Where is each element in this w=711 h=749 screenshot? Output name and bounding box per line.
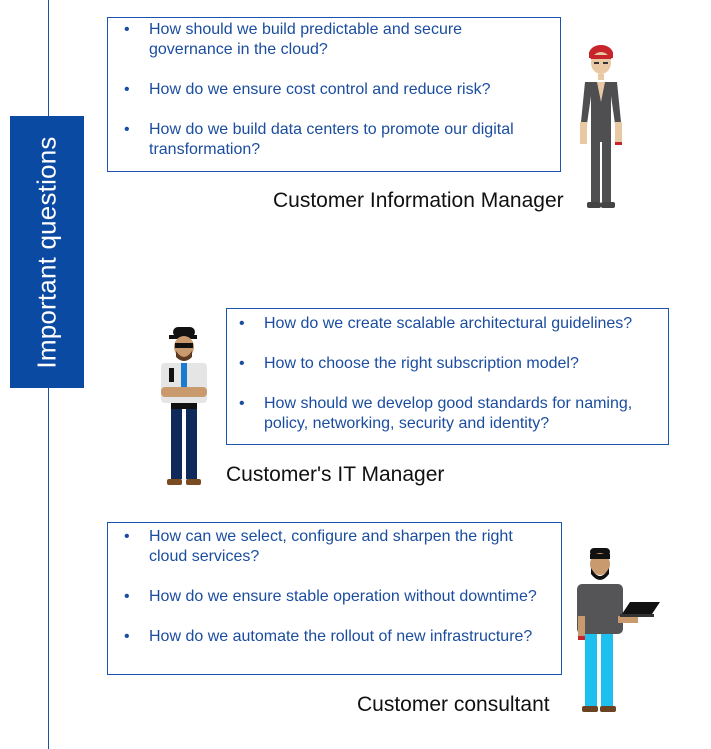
information-manager-figure-icon <box>580 45 622 208</box>
question-item: How do we build data centers to promote … <box>124 120 550 160</box>
it-manager-figure-icon <box>161 327 207 485</box>
questions-box-information-manager: How should we build predictable and secu… <box>107 17 561 172</box>
role-label-consultant: Customer consultant <box>357 693 550 716</box>
question-item: How can we select, configure and sharpen… <box>124 527 551 567</box>
question-item: How should we develop good standards for… <box>239 394 658 434</box>
question-item: How to choose the right subscription mod… <box>239 354 658 374</box>
question-item: How do we create scalable architectural … <box>239 314 658 334</box>
question-item: How do we ensure stable operation withou… <box>124 587 551 607</box>
side-label: Important questions <box>31 135 62 369</box>
questions-box-it-manager: How do we create scalable architectural … <box>226 308 669 445</box>
question-item: How do we automate the rollout of new in… <box>124 627 551 647</box>
role-label-information-manager: Customer Information Manager <box>273 189 564 212</box>
consultant-figure-icon <box>577 548 660 712</box>
side-label-tab: Important questions <box>10 116 84 388</box>
questions-box-consultant: How can we select, configure and sharpen… <box>107 522 562 675</box>
question-item: How should we build predictable and secu… <box>124 20 550 60</box>
role-label-it-manager: Customer's IT Manager <box>226 463 445 486</box>
question-item: How do we ensure cost control and reduce… <box>124 80 550 100</box>
